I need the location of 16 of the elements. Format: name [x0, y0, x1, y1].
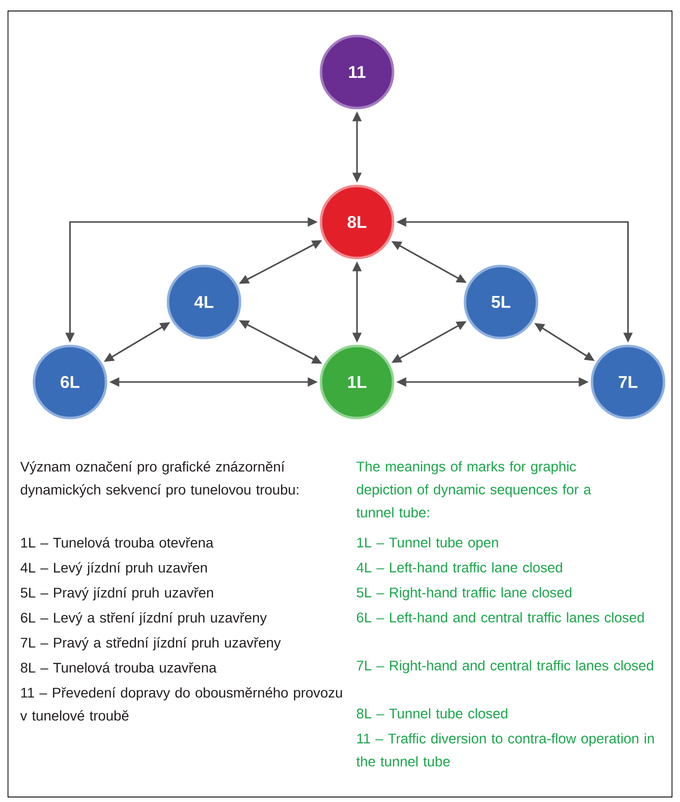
description-line: 7L – Right-hand and central traffic lanes closed — [356, 660, 654, 674]
description-line: 1L – Tunnel tube open — [357, 537, 498, 550]
description-line: 1L – Tunelová trouba otevřena — [21, 537, 214, 548]
description-heading: Význam označení pro grafické znázornění dynamických sekvencí pro tunelovou troubu: — [20, 461, 298, 498]
description-line: 11 – Převedení dopravy do obousměrného provozu v tunelové troubě — [20, 687, 342, 721]
description-line: 7L – Pravý a střední jízdní pruh uzavřeny — [20, 637, 281, 650]
description-line: 5L – Pravý jízdní pruh uzavřen — [20, 587, 214, 600]
description-line: 8L – Tunnel tube closed — [356, 708, 508, 718]
description-line: 6L – Left-hand and central traffic lanes closed — [356, 612, 644, 622]
description-heading: The meanings of marks for graphic depiction of dynamic sequences for a tunnel tube: — [356, 461, 592, 518]
description-line: 5L – Right-hand traffic lane closed — [356, 587, 572, 600]
description-line: 8L – Tunelová trouba uzavřena — [20, 662, 217, 673]
description-line: 4L – Levý jízdní pruh uzavřen — [20, 562, 207, 576]
description-line: 6L – Levý a stření jízdní pruh uzavřeny — [20, 612, 267, 626]
description-line: 11 – Traffic diversion to contra-flow operation in the tunnel tube — [356, 733, 654, 766]
description-line: 4L – Left-hand traffic lane closed — [356, 562, 562, 572]
